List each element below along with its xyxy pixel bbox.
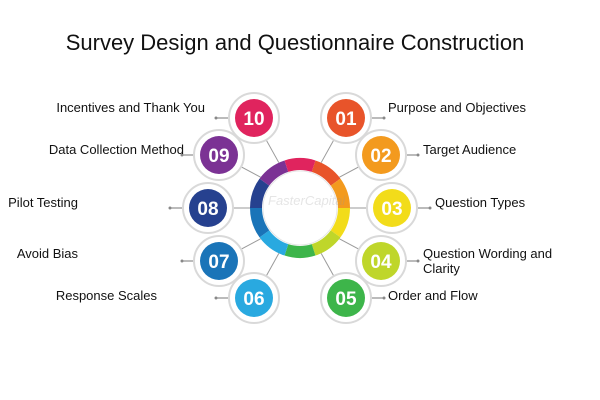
tick-dot-01 bbox=[382, 116, 386, 120]
tick-dot-04 bbox=[416, 259, 420, 263]
step-label-06: Response Scales bbox=[55, 288, 157, 303]
step-badge-08 bbox=[189, 189, 227, 227]
watermark: FasterCapital bbox=[268, 193, 346, 208]
step-badge-07 bbox=[200, 242, 238, 280]
step-number-10: 10 bbox=[243, 109, 264, 130]
ring-segment-10 bbox=[284, 158, 316, 172]
step-badge-10 bbox=[235, 99, 273, 137]
step-number-02: 02 bbox=[370, 146, 391, 167]
step-number-09: 09 bbox=[208, 146, 229, 167]
step-label-10: Incentives and Thank You bbox=[56, 100, 205, 115]
step-label-04: Question Wording and Clarity bbox=[423, 246, 553, 276]
ring-segment-02 bbox=[330, 178, 350, 208]
step-number-08: 08 bbox=[197, 199, 218, 220]
ring-segment-03 bbox=[330, 208, 350, 238]
step-number-03: 03 bbox=[381, 199, 402, 220]
step-number-01: 01 bbox=[335, 109, 357, 130]
step-badge-05 bbox=[327, 279, 365, 317]
step-number-07: 07 bbox=[208, 252, 229, 273]
tick-dot-03 bbox=[428, 206, 432, 210]
step-label-05: Order and Flow bbox=[388, 288, 478, 303]
step-badge-03 bbox=[373, 189, 411, 227]
tick-dot-05 bbox=[382, 296, 386, 300]
ring-segment-01 bbox=[311, 160, 341, 186]
ring-segment-07 bbox=[250, 208, 270, 238]
step-number-05: 05 bbox=[335, 289, 357, 310]
ring-segment-08 bbox=[250, 178, 270, 208]
ring-center bbox=[262, 170, 338, 246]
step-badge-09 bbox=[200, 136, 238, 174]
step-label-08: Pilot Testing bbox=[8, 195, 78, 210]
step-label-02: Target Audience bbox=[423, 142, 517, 157]
tick-dot-09 bbox=[180, 153, 184, 157]
ring-segment-06 bbox=[259, 230, 289, 256]
ring-segment-09 bbox=[259, 160, 289, 186]
step-badge-02 bbox=[362, 136, 400, 174]
step-label-09: Data Collection Method bbox=[48, 142, 184, 157]
tick-dot-07 bbox=[180, 259, 184, 263]
step-badge-06 bbox=[235, 279, 273, 317]
ring-segment-04 bbox=[311, 230, 341, 256]
step-label-07: Avoid Bias bbox=[16, 246, 78, 261]
page-title: Survey Design and Questionnaire Construc… bbox=[65, 30, 525, 55]
tick-dot-02 bbox=[416, 153, 420, 157]
tick-dot-10 bbox=[214, 116, 218, 120]
step-badge-04 bbox=[362, 242, 400, 280]
tick-dot-08 bbox=[168, 206, 172, 210]
ring-segment-05 bbox=[284, 244, 316, 258]
step-label-01: Purpose and Objectives bbox=[388, 100, 527, 115]
step-number-04: 04 bbox=[370, 252, 392, 273]
step-number-06: 06 bbox=[243, 289, 264, 310]
step-label-03: Question Types bbox=[435, 195, 526, 210]
step-badge-01 bbox=[327, 99, 365, 137]
tick-dot-06 bbox=[214, 296, 218, 300]
